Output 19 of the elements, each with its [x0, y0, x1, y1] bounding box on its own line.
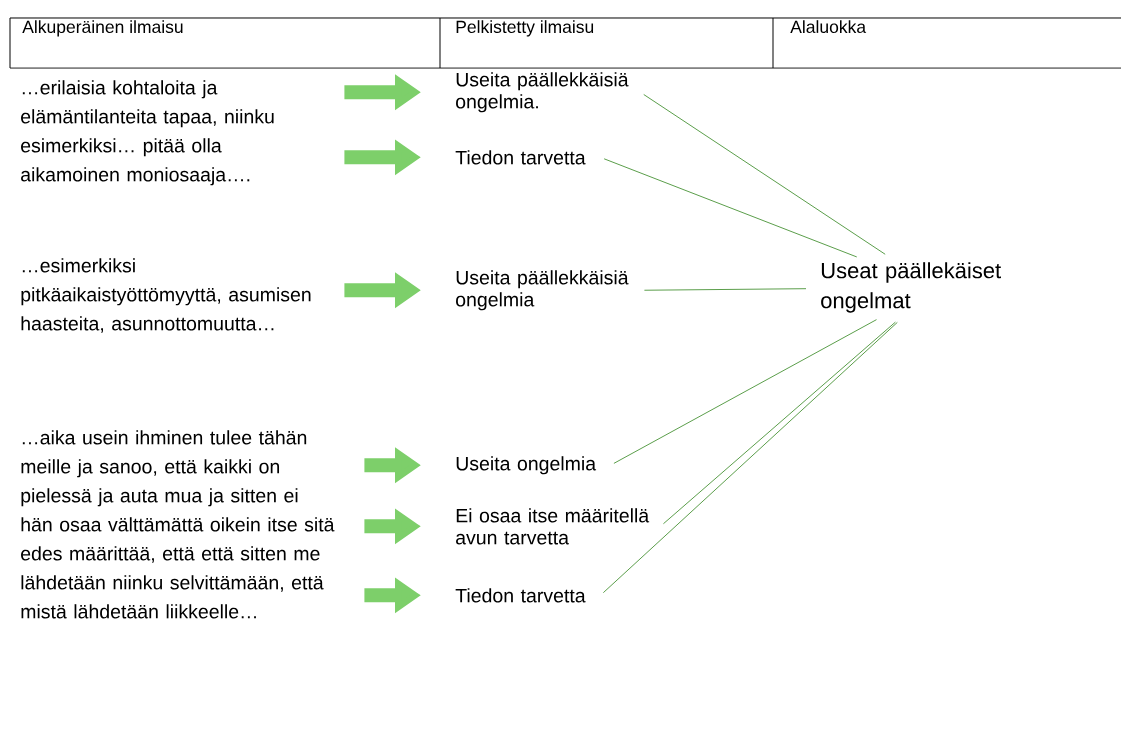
- connector-line: [603, 158, 858, 258]
- simplified-text: Tiedon tarvetta: [455, 150, 586, 165]
- header-cell-text: Alaluokka: [790, 20, 867, 34]
- connector-line: [662, 321, 896, 525]
- quote-text: …aika usein ihminen tulee tähän meille ja sanoo, että kaikki on pielessä ja auta mua ja sitten ei hän osaa välttämättä oikein itse sitä edes määrittää, että että sitten me lähdetään niinku selvittämään, että mistä lähdetään liikkeelle…: [21, 430, 335, 619]
- header-cell-text: Pelkistetty ilmaisu: [456, 20, 594, 37]
- simplified-text: Tiedon tarvetta: [455, 588, 586, 603]
- connector-line: [643, 94, 886, 255]
- category-text: Useat päällekäiset ongelmat: [821, 262, 1001, 313]
- quote-text: …erilaisia kohtaloita ja elämäntilanteita tapaa, niinku esimerkiksi… pitää olla aikamoinen moniosaaja….: [21, 80, 274, 186]
- simplified-text: Ei osaa itse määritellä avun tarvetta: [456, 508, 650, 545]
- simplified-text: Useita ongelmia: [456, 456, 597, 475]
- connector-line: [602, 321, 898, 594]
- simplified-text: Useita päällekkäisiä ongelmia: [456, 270, 629, 311]
- connector-line: [613, 319, 877, 464]
- connector-line: [643, 288, 807, 291]
- simplified-text: Useita päällekkäisiä ongelmia.: [456, 72, 629, 113]
- quote-text: …esimerkiksi pitkäaikaistyöttömyyttä, asumisen haasteita, asunnottomuutta…: [21, 258, 311, 333]
- header-cell-text: Alkuperäinen ilmaisu: [22, 20, 183, 37]
